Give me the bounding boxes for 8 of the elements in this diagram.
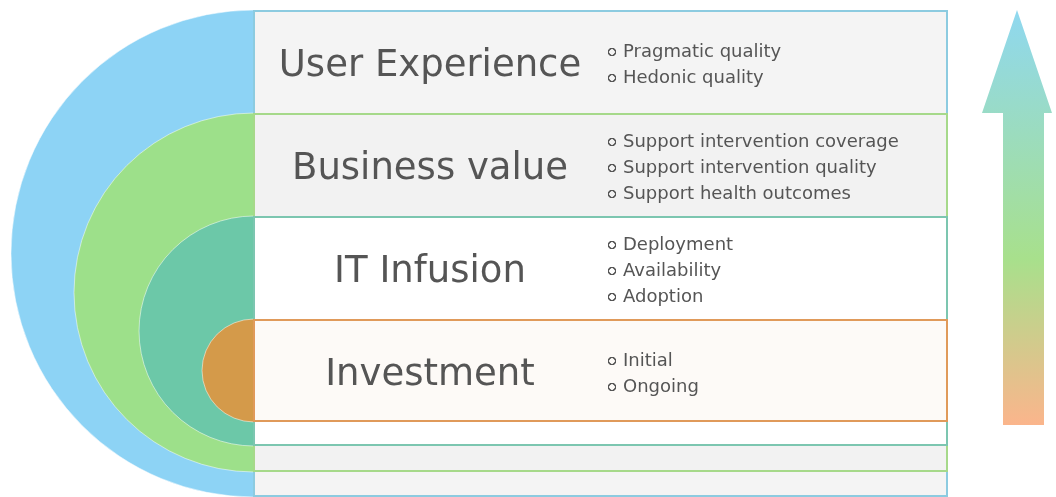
- layer-title: Business value: [291, 144, 569, 190]
- layer-band: [253, 10, 948, 497]
- layer-title: Investment: [324, 350, 536, 396]
- layer-title: User Experience: [277, 41, 583, 87]
- layer-title: IT Infusion: [333, 247, 527, 293]
- layer-band: [253, 216, 948, 446]
- layer-band: [253, 319, 948, 422]
- layer-band: [253, 113, 948, 472]
